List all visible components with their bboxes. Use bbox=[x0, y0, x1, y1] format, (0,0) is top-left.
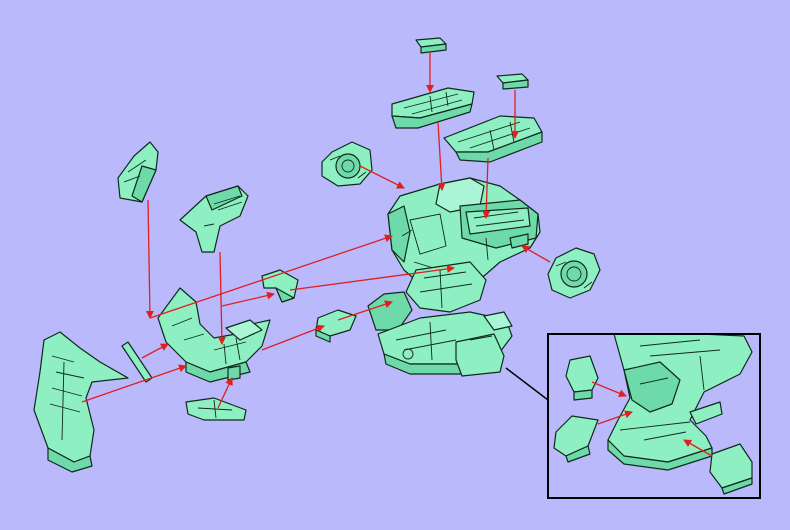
inset-arrows bbox=[591, 381, 713, 457]
inset-arrow-top-left bbox=[591, 381, 627, 398]
inset-arrow-bottom-left bbox=[597, 410, 633, 425]
inset-part-bottom-left bbox=[553, 415, 599, 463]
assembly-arrows bbox=[81, 52, 551, 409]
inset-part-top-left bbox=[565, 355, 599, 401]
arrow-flat-plate bbox=[217, 377, 233, 409]
arrow-skirt-to-torso bbox=[149, 234, 393, 319]
wing-fin-medium bbox=[179, 185, 249, 253]
arrow-skirt-to-clip bbox=[261, 324, 325, 351]
large-leg-armor bbox=[33, 331, 129, 473]
arrow-fin-small bbox=[145, 199, 154, 319]
torso-assembly bbox=[387, 177, 541, 313]
arrow-wedge bbox=[221, 291, 275, 307]
wing-fin-small bbox=[117, 141, 159, 203]
inset-callout-line bbox=[505, 367, 549, 401]
inset-arrow-bottom-right bbox=[683, 439, 713, 457]
shoulder-plate-left bbox=[391, 87, 475, 129]
inset-part-bottom-right bbox=[709, 443, 753, 495]
detail-inset bbox=[547, 333, 761, 499]
arrow-clip-to-base bbox=[337, 300, 393, 321]
small-wedge-part bbox=[261, 269, 299, 303]
shoulder-joint-disc-right bbox=[547, 247, 601, 299]
top-cap-right bbox=[496, 73, 529, 90]
arrow-disc-left bbox=[359, 165, 405, 189]
arrow-wedge-to-waist bbox=[289, 264, 455, 291]
top-cap-left bbox=[415, 37, 447, 54]
clip-part-right bbox=[315, 309, 357, 343]
arrow-fin-medium bbox=[217, 251, 226, 345]
arrow-plate-left bbox=[437, 121, 446, 191]
arrow-disc-right bbox=[521, 245, 551, 263]
flat-plate-part bbox=[185, 397, 247, 421]
curved-skirt-assembly bbox=[157, 287, 271, 383]
shoulder-plate-right bbox=[443, 115, 543, 163]
thin-rod-part bbox=[121, 341, 153, 383]
shoulder-joint-disc-left bbox=[321, 141, 373, 187]
arrow-rod bbox=[141, 343, 169, 359]
arrow-plate-right bbox=[482, 157, 491, 219]
arrow-leg-armor bbox=[81, 364, 187, 403]
lower-base-assembly bbox=[367, 291, 513, 377]
